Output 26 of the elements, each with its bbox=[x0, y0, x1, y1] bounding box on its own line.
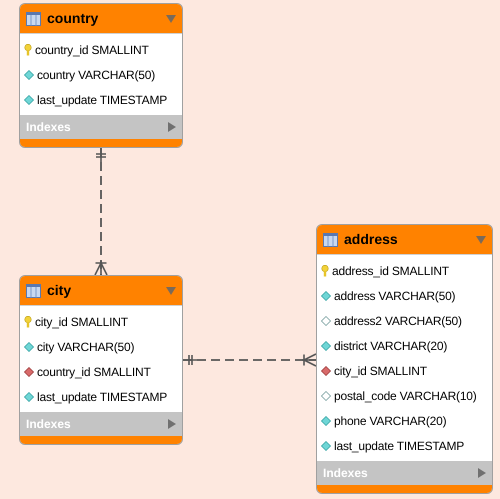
column-text: phone VARCHAR(20) bbox=[334, 412, 446, 430]
column-text: postal_code VARCHAR(10) bbox=[334, 388, 477, 404]
column-text: last_update TIMESTAMP bbox=[37, 92, 168, 108]
relationship-line bbox=[182, 353, 317, 367]
indexes-label: Indexes bbox=[26, 416, 72, 433]
table-card bbox=[19, 275, 183, 445]
column-text: city_id SMALLINT bbox=[334, 362, 427, 380]
column-text: address_id SMALLINT bbox=[332, 262, 449, 280]
table-title: city bbox=[47, 281, 72, 300]
column-text: last_update TIMESTAMP bbox=[37, 388, 168, 406]
column-text: address VARCHAR(50) bbox=[334, 288, 456, 304]
column-text: address2 VARCHAR(50) bbox=[334, 312, 462, 330]
column-text: last_update TIMESTAMP bbox=[334, 438, 464, 454]
table-title: address bbox=[344, 230, 399, 249]
column-text: country_id SMALLINT bbox=[37, 364, 151, 380]
column-text: country_id SMALLINT bbox=[35, 42, 149, 58]
table-title: country bbox=[47, 9, 100, 28]
column-text: district VARCHAR(20) bbox=[334, 338, 448, 354]
indexes-label: Indexes bbox=[323, 465, 369, 482]
table-card bbox=[19, 3, 183, 148]
column-text: city_id SMALLINT bbox=[35, 314, 128, 330]
column-text: city VARCHAR(50) bbox=[37, 338, 134, 356]
table-card bbox=[316, 224, 493, 494]
relationship-line bbox=[94, 147, 108, 276]
indexes-label: Indexes bbox=[26, 119, 72, 136]
column-text: country VARCHAR(50) bbox=[37, 66, 156, 84]
